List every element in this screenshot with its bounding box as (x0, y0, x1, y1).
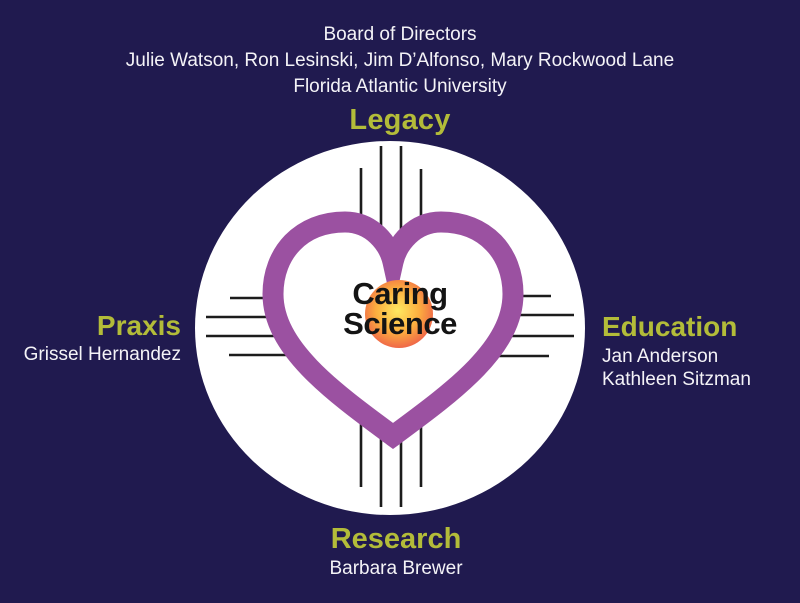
quadrant-education: Education Jan Anderson Kathleen Sitzman (602, 312, 800, 391)
quadrant-research: Research Barbara Brewer (0, 523, 792, 580)
center-wordmark-line2: Science (343, 306, 457, 341)
quadrant-praxis: Praxis Grissel Hernandez (0, 311, 181, 366)
quadrant-label-legacy: Legacy (349, 104, 451, 136)
affiliation: Florida Atlantic University (293, 76, 507, 97)
center-wordmark: Caring Science (0, 276, 800, 341)
education-name: Jan Anderson (602, 346, 719, 367)
header: Board of Directors Julie Watson, Ron Les… (0, 22, 800, 137)
research-name: Barbara Brewer (329, 558, 463, 579)
sun-core-icon (365, 280, 433, 348)
board-members: Julie Watson, Ron Lesinski, Jim D’Alfons… (125, 50, 675, 71)
education-name: Kathleen Sitzman (602, 369, 751, 390)
praxis-name: Grissel Hernandez (23, 344, 181, 365)
quadrant-label-education: Education (602, 311, 738, 342)
board-title: Board of Directors (323, 24, 477, 45)
quadrant-label-research: Research (330, 523, 462, 555)
center-wordmark-line1: Caring (352, 276, 448, 311)
quadrant-label-praxis: Praxis (96, 310, 181, 341)
